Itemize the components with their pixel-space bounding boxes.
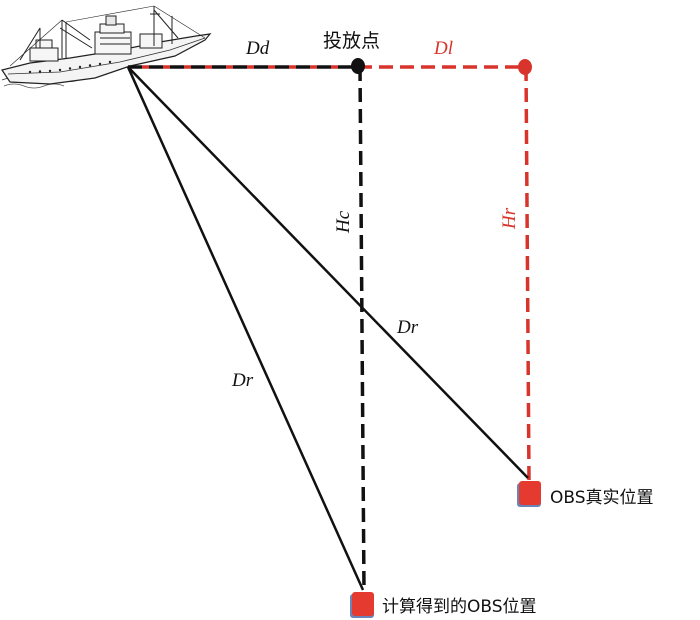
- dr-line-to-true: [127, 66, 529, 479]
- ship-icon: [1, 5, 212, 89]
- dd-label: Dd: [245, 38, 270, 59]
- hc-label: Hc: [333, 210, 354, 234]
- release-point-label: 投放点: [323, 30, 380, 52]
- obs-computed-marker-icon: [350, 592, 374, 618]
- dl-end-marker: [518, 59, 532, 75]
- hc-line: [358, 66, 366, 591]
- hr-label: Hr: [499, 207, 520, 230]
- obs-computed-label: 计算得到的OBS位置: [382, 597, 537, 617]
- release-point-marker: [351, 58, 365, 74]
- obs-true-marker-icon: [517, 481, 541, 507]
- obs-true-label: OBS真实位置: [550, 488, 654, 508]
- dr-line-to-computed: [126, 66, 365, 591]
- dr-lower-label: Dr: [231, 370, 254, 391]
- dr-upper-label: Dr: [396, 317, 419, 338]
- dl-label: Dl: [433, 38, 453, 59]
- hr-line: [524, 66, 531, 481]
